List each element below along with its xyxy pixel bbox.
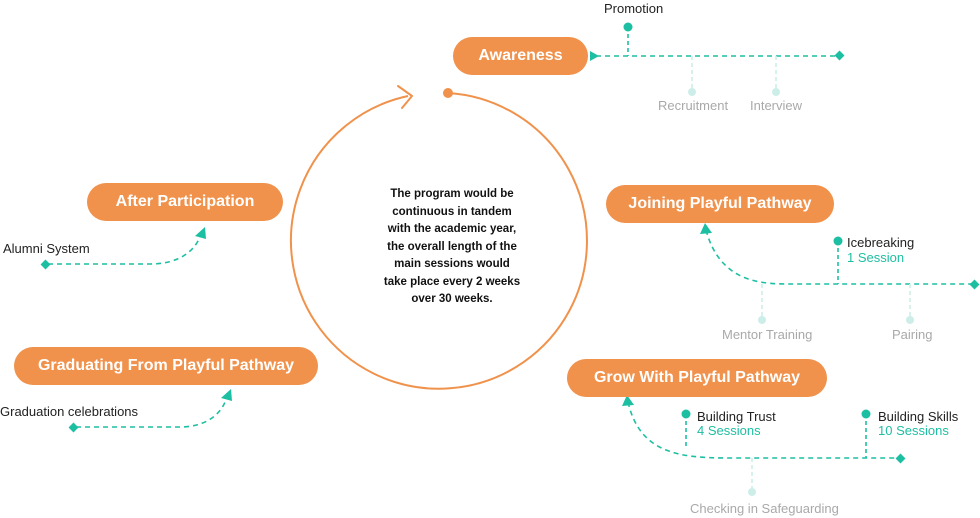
after-timeline bbox=[48, 233, 202, 265]
awareness-stage-pill: Awareness bbox=[453, 37, 588, 75]
description-line: over 30 weeks. bbox=[411, 293, 493, 305]
joining-stage-pill: Joining Playful Pathway bbox=[606, 185, 834, 223]
description-line: the overall length of the bbox=[387, 240, 517, 253]
building-skills-label: Building Skills bbox=[878, 409, 959, 424]
interview-dot bbox=[772, 88, 780, 96]
grow-timeline bbox=[627, 401, 898, 459]
description-line: with the academic year, bbox=[387, 223, 517, 235]
grow-end-diamond bbox=[895, 453, 906, 464]
joining-end-diamond bbox=[969, 279, 980, 290]
promotion-label: Promotion bbox=[604, 1, 664, 16]
building-skills-sessions: 10 Sessions bbox=[878, 423, 949, 438]
graduating-arrow-icon bbox=[221, 389, 232, 401]
building-trust-label: Building Trust bbox=[697, 409, 776, 424]
safeguarding-dot bbox=[748, 488, 756, 496]
graduation-celebrations-label: Graduation celebrations bbox=[0, 404, 139, 419]
graduating-stage-pill: Graduating From Playful Pathway bbox=[14, 347, 318, 385]
recruitment-dot bbox=[688, 88, 696, 96]
icebreaking-label: Icebreaking bbox=[847, 235, 915, 250]
description-line: main sessions would bbox=[394, 258, 510, 270]
after-start-diamond bbox=[40, 259, 51, 270]
icebreaking-sessions: 1 Session bbox=[847, 250, 905, 265]
grow-arrow-icon bbox=[622, 395, 634, 406]
awareness-arrow-icon bbox=[590, 51, 599, 61]
cycle-start-dot bbox=[443, 88, 453, 98]
grow-stage-pill: Grow With Playful Pathway bbox=[567, 359, 827, 397]
description-line: continuous in tandem bbox=[392, 205, 512, 218]
recruitment-label: Recruitment bbox=[658, 98, 729, 113]
building-skills-dot bbox=[861, 409, 871, 419]
graduating-start-diamond bbox=[68, 422, 79, 433]
joining-timeline bbox=[705, 229, 972, 285]
pairing-label: Pairing bbox=[892, 327, 933, 342]
after-participation-stage-pill: After Participation bbox=[87, 183, 283, 221]
mentor-training-dot bbox=[758, 316, 766, 324]
alumni-system-label: Alumni System bbox=[3, 241, 90, 256]
program-description: The program would be continuous in tande… bbox=[362, 186, 542, 309]
interview-label: Interview bbox=[750, 98, 803, 113]
icebreaking-dot bbox=[833, 236, 843, 246]
mentor-training-label: Mentor Training bbox=[722, 327, 813, 342]
cycle-circle bbox=[289, 92, 588, 390]
awareness-end-diamond bbox=[834, 50, 845, 61]
description-line: take place every 2 weeks bbox=[383, 275, 521, 288]
pairing-dot bbox=[906, 316, 914, 324]
building-trust-sessions: 4 Sessions bbox=[697, 423, 761, 438]
building-trust-dot bbox=[681, 409, 691, 419]
promotion-dot bbox=[623, 22, 633, 32]
after-arrow-icon bbox=[195, 227, 206, 239]
description-line: The program would be bbox=[390, 188, 514, 200]
safeguarding-label: Checking in Safeguarding bbox=[690, 501, 839, 516]
cycle-arrow-head bbox=[397, 85, 413, 109]
joining-arrow-icon bbox=[700, 223, 712, 234]
graduating-timeline bbox=[76, 395, 228, 428]
